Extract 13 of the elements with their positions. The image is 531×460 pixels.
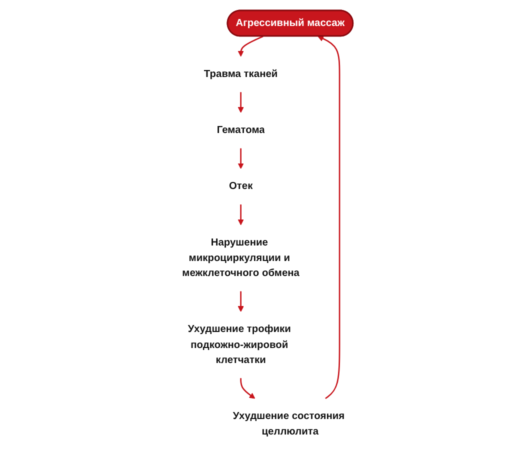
arrow (238, 204, 244, 226)
node-text: Ухудшение состояния целлюлита (232, 410, 345, 437)
node-text: Нарушение микроциркуляции и межклеточного обмена (182, 236, 300, 279)
arrow (238, 36, 264, 57)
arrow (238, 92, 244, 113)
arrow (240, 378, 256, 399)
node-text: Гематома (216, 124, 265, 136)
node-text: Ухудшение трофики подкожно-жировой клетчатки (188, 323, 291, 366)
arrow (238, 148, 244, 169)
node-text: Травма тканей (204, 68, 278, 80)
arrow (318, 36, 340, 400)
node-text: Отек (228, 180, 253, 192)
arrow (238, 291, 244, 312)
